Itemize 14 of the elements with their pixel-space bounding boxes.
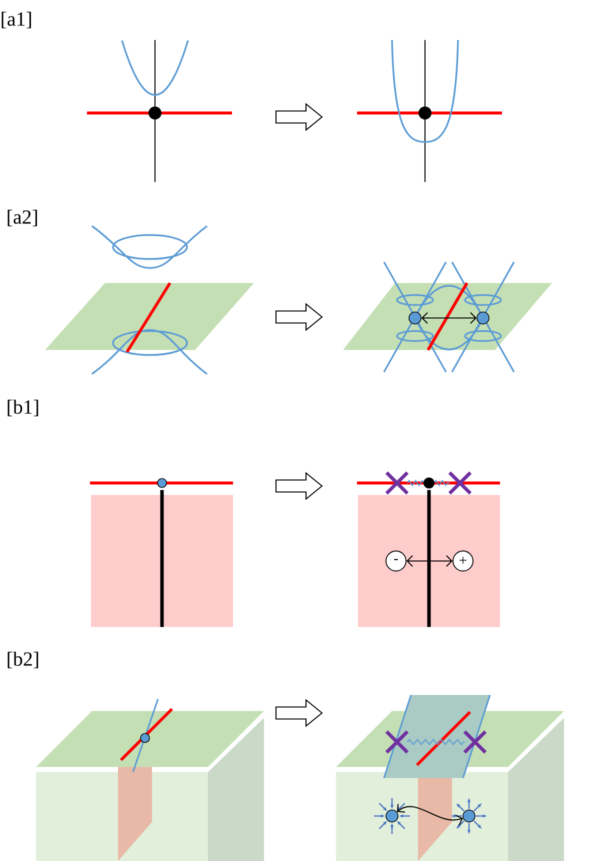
panel-label: [b2] — [8, 652, 38, 668]
panel-label: [a2] — [8, 210, 37, 226]
dot — [408, 312, 422, 324]
cross-mark — [448, 470, 472, 496]
panel-label: [a1] — [2, 12, 31, 28]
wavy-line — [406, 480, 450, 486]
wavy-line — [407, 738, 465, 746]
cross-mark — [462, 730, 488, 754]
double-arrow — [396, 804, 463, 826]
cross-mark — [384, 470, 410, 496]
cross-mark — [384, 730, 410, 754]
panel-label: [b1] — [8, 400, 38, 416]
double-arrow — [421, 312, 477, 324]
double-arrow — [406, 555, 453, 567]
